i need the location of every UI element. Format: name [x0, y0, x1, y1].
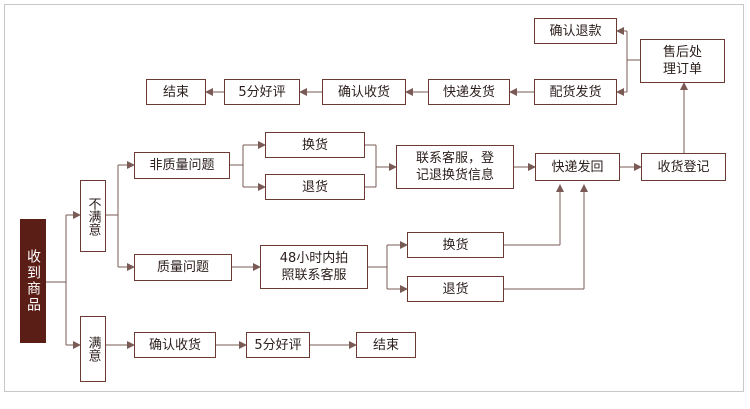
- node-exchange-lower-label: 换货: [442, 237, 469, 253]
- node-exchange-upper-label: 换货: [301, 137, 328, 153]
- node-confirm-refund-label: 确认退款: [549, 23, 602, 39]
- node-quality-issue-label: 质量问题: [156, 260, 209, 275]
- node-confirm-refund: 确认退款: [534, 18, 617, 44]
- node-return-upper: 退货: [265, 174, 365, 200]
- node-confirm-receipt-top-label: 确认收货: [337, 84, 390, 100]
- node-ship-goods-label: 配货发货: [549, 84, 602, 100]
- node-contact-48h-line2: 照联系客服: [281, 268, 347, 283]
- node-return-lower-label: 退货: [442, 281, 469, 297]
- node-express-ship: 快递发货: [428, 79, 510, 105]
- node-return-lower: 退货: [407, 276, 504, 302]
- node-receive-goods: 收到商品: [20, 219, 46, 343]
- node-rating-bottom-label: 5分好评: [254, 337, 302, 353]
- node-receipt-register: 收货登记: [641, 153, 726, 181]
- node-contact-service-line1: 联系客服，登: [415, 151, 494, 166]
- node-contact-48h-line1: 48小时内拍: [279, 251, 349, 266]
- node-receipt-register-label: 收货登记: [657, 159, 710, 175]
- node-express-ship-label: 快递发货: [442, 84, 495, 100]
- node-unsatisfied: 不满意: [80, 180, 106, 252]
- node-after-sale-line1: 售后处: [662, 45, 702, 60]
- node-end-bottom: 结束: [356, 332, 416, 358]
- node-express-return: 快递发回: [535, 153, 620, 181]
- node-exchange-lower: 换货: [407, 232, 504, 258]
- node-end-bottom-label: 结束: [372, 337, 399, 353]
- node-exchange-upper: 换货: [265, 132, 365, 158]
- node-contact-service-line2: 记退换货信息: [415, 168, 494, 183]
- node-non-quality-issue-label: 非质量问题: [149, 158, 215, 173]
- node-ship-goods: 配货发货: [534, 79, 617, 105]
- node-satisfied: 满意: [80, 316, 106, 382]
- node-non-quality-issue: 非质量问题: [134, 152, 230, 179]
- node-after-sale: 售后处 理订单: [640, 39, 725, 83]
- node-contact-service: 联系客服，登 记退换货信息: [396, 145, 514, 189]
- node-end-top-label: 结束: [162, 84, 189, 100]
- node-satisfied-label: 满意: [85, 336, 101, 362]
- node-quality-issue: 质量问题: [134, 254, 232, 281]
- diagram-frame: [4, 4, 744, 392]
- node-receive-goods-label: 收到商品: [25, 249, 41, 313]
- node-after-sale-line2: 理订单: [662, 62, 702, 77]
- node-rating-top-label: 5分好评: [238, 84, 286, 100]
- node-rating-top: 5分好评: [224, 79, 300, 105]
- node-express-return-label: 快递发回: [551, 159, 604, 175]
- node-confirm-receipt-bottom-label: 确认收货: [148, 337, 201, 353]
- node-contact-48h: 48小时内拍 照联系客服: [260, 245, 368, 289]
- node-confirm-receipt-top: 确认收货: [322, 79, 406, 105]
- node-return-upper-label: 退货: [301, 179, 328, 195]
- node-end-top: 结束: [146, 79, 206, 105]
- node-confirm-receipt-bottom: 确认收货: [134, 332, 216, 358]
- node-rating-bottom: 5分好评: [246, 332, 310, 358]
- node-unsatisfied-label: 不满意: [85, 196, 101, 236]
